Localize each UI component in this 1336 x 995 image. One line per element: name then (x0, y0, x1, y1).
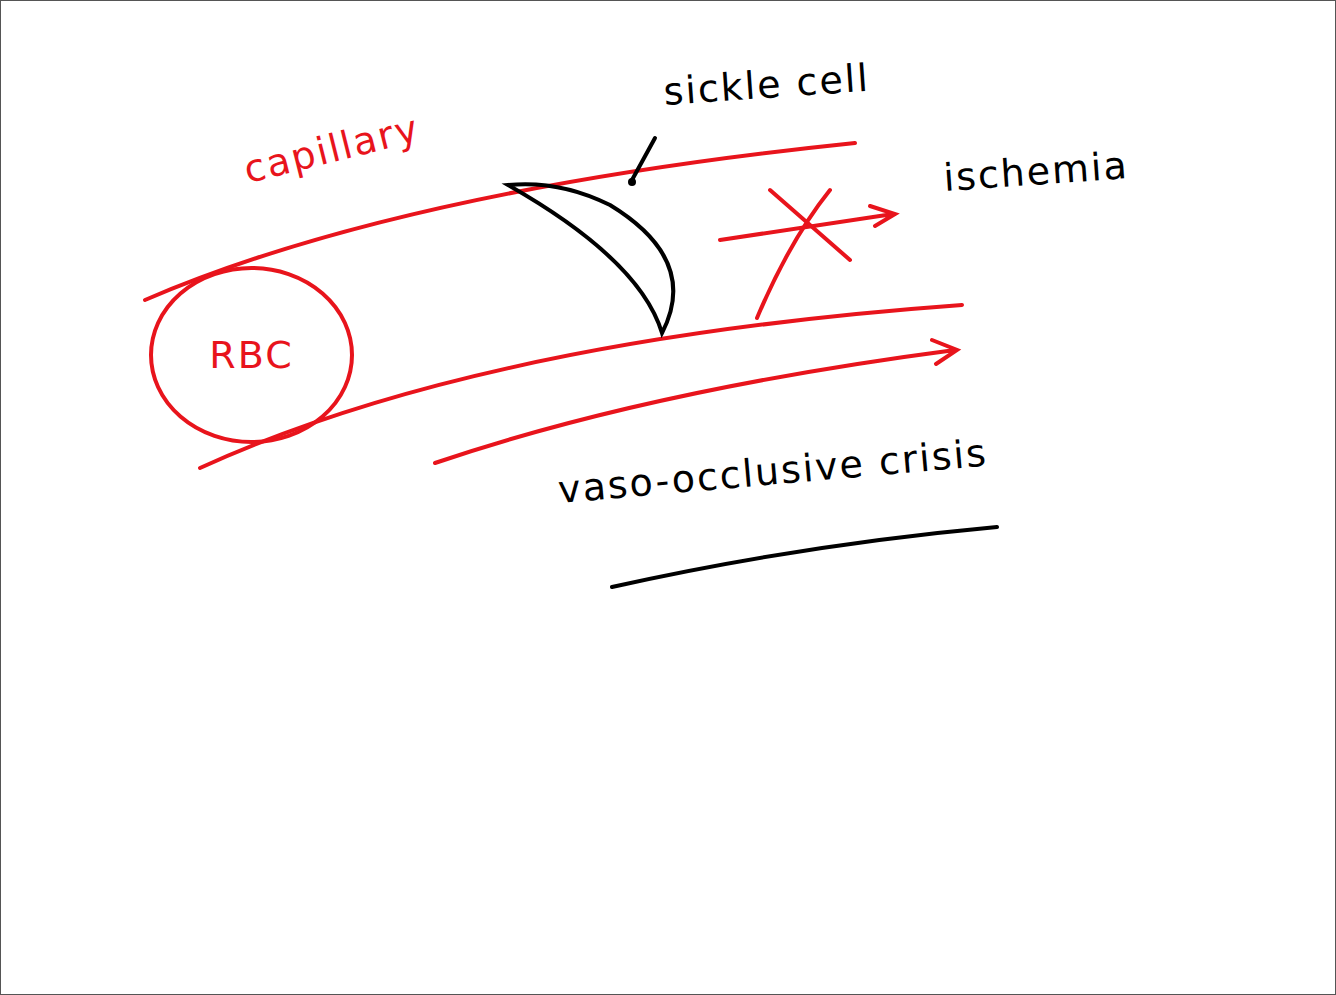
leader-line (632, 138, 655, 180)
effect-label: ischemia (942, 145, 1130, 200)
leader-dot (628, 178, 636, 186)
underline (612, 527, 997, 587)
blocked-cross (757, 190, 850, 318)
sickle-cell-shape (508, 184, 673, 333)
cell-label: sickle cell (662, 58, 871, 114)
vessel-label: capillary (240, 108, 424, 192)
cell-circle: RBC (148, 265, 355, 445)
cell-label: RBC (209, 333, 293, 377)
capillary-wall (200, 305, 962, 468)
condition-label: vaso-occlusive crisis (556, 433, 989, 512)
